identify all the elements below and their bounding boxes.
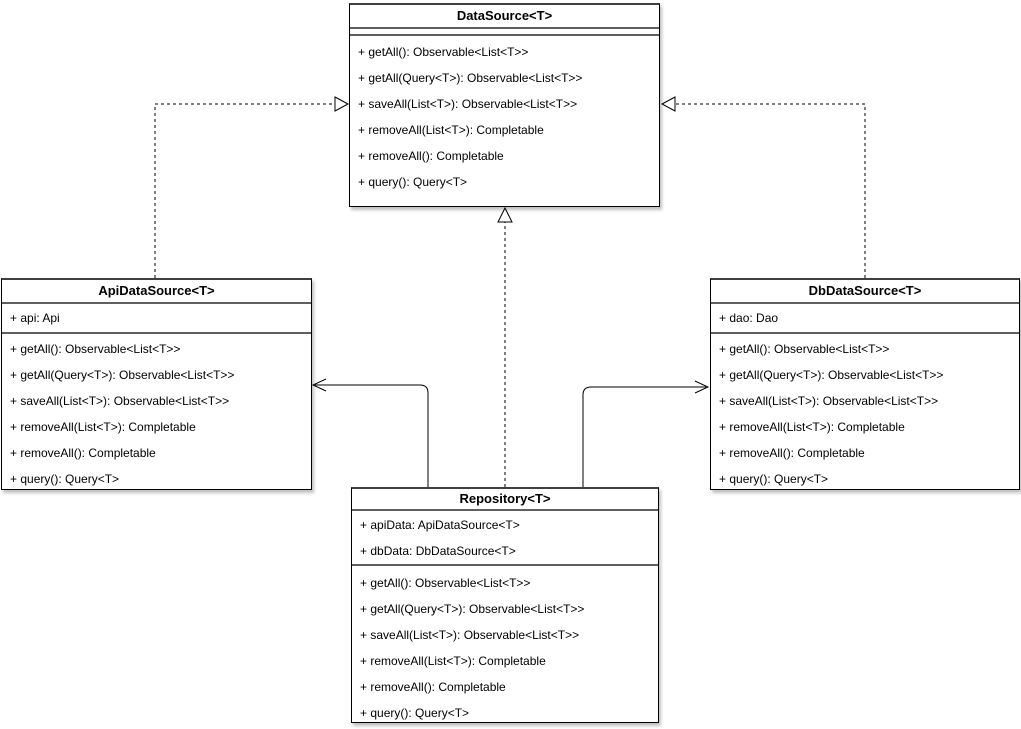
attributes-compartment: + dao: Dao <box>711 302 1019 332</box>
method-row: + removeAll(): Completable <box>360 680 506 694</box>
method-row: + removeAll(List<T>): Completable <box>358 123 544 137</box>
class-title: Repository<T> <box>459 491 551 506</box>
method-row: + getAll(): Observable<List<T>> <box>358 45 529 59</box>
class-box-apidatasource: ApiDataSource<T> + api: Api + getAll(): … <box>1 278 312 490</box>
realization-arrow-repository-to-datasource <box>497 206 513 487</box>
method-row: + getAll(Query<T>): Observable<List<T>> <box>10 368 235 382</box>
association-arrow-repository-to-apidatasource <box>311 378 429 487</box>
methods-compartment: + getAll(): Observable<List<T>> + getAll… <box>350 34 659 195</box>
method-row: + removeAll(List<T>): Completable <box>360 654 546 668</box>
class-title: DbDataSource<T> <box>808 283 922 298</box>
attribute-row: + dbData: DbDataSource<T> <box>360 544 516 558</box>
class-title: DataSource<T> <box>456 8 553 23</box>
method-row: + getAll(Query<T>): Observable<List<T>> <box>719 368 944 382</box>
method-row: + removeAll(List<T>): Completable <box>10 420 196 434</box>
methods-compartment: + getAll(): Observable<List<T>> + getAll… <box>2 332 311 489</box>
methods-compartment: + getAll(): Observable<List<T>> + getAll… <box>711 332 1019 489</box>
attributes-compartment <box>350 27 659 34</box>
method-row: + getAll(): Observable<List<T>> <box>10 342 181 356</box>
method-row: + saveAll(List<T>): Observable<List<T>> <box>10 394 230 408</box>
method-row: + query(): Query<T> <box>719 472 829 486</box>
method-row: + query(): Query<T> <box>360 706 470 720</box>
method-row: + getAll(Query<T>): Observable<List<T>> <box>360 602 585 616</box>
class-title: ApiDataSource<T> <box>98 283 215 298</box>
method-row: + removeAll(List<T>): Completable <box>719 420 905 434</box>
attribute-row: + dao: Dao <box>719 311 779 325</box>
realization-arrow-dbdatasource-to-datasource <box>660 96 866 278</box>
class-box-datasource: DataSource<T> + getAll(): Observable<Lis… <box>349 3 660 207</box>
method-row: + removeAll(): Completable <box>10 446 156 460</box>
attributes-compartment: + api: Api <box>2 302 311 332</box>
class-box-dbdatasource: DbDataSource<T> + dao: Dao + getAll(): O… <box>710 278 1020 490</box>
method-row: + saveAll(List<T>): Observable<List<T>> <box>719 394 939 408</box>
method-row: + getAll(): Observable<List<T>> <box>360 576 531 590</box>
method-row: + query(): Query<T> <box>10 472 120 486</box>
method-row: + saveAll(List<T>): Observable<List<T>> <box>360 628 580 642</box>
method-row: + query(): Query<T> <box>358 175 468 189</box>
method-row: + getAll(): Observable<List<T>> <box>719 342 890 356</box>
method-row: + saveAll(List<T>): Observable<List<T>> <box>358 97 578 111</box>
method-row: + removeAll(): Completable <box>719 446 865 460</box>
realization-arrow-apidatasource-to-datasource <box>154 96 350 278</box>
association-arrow-repository-to-dbdatasource <box>582 380 710 487</box>
method-row: + removeAll(): Completable <box>358 149 504 163</box>
methods-compartment: + getAll(): Observable<List<T>> + getAll… <box>352 564 658 722</box>
class-box-repository: Repository<T> + apiData: ApiDataSource<T… <box>351 487 659 723</box>
method-row: + getAll(Query<T>): Observable<List<T>> <box>358 71 583 85</box>
attribute-row: + apiData: ApiDataSource<T> <box>360 518 520 532</box>
attribute-row: + api: Api <box>10 311 60 325</box>
attributes-compartment: + apiData: ApiDataSource<T> + dbData: Db… <box>352 509 658 564</box>
